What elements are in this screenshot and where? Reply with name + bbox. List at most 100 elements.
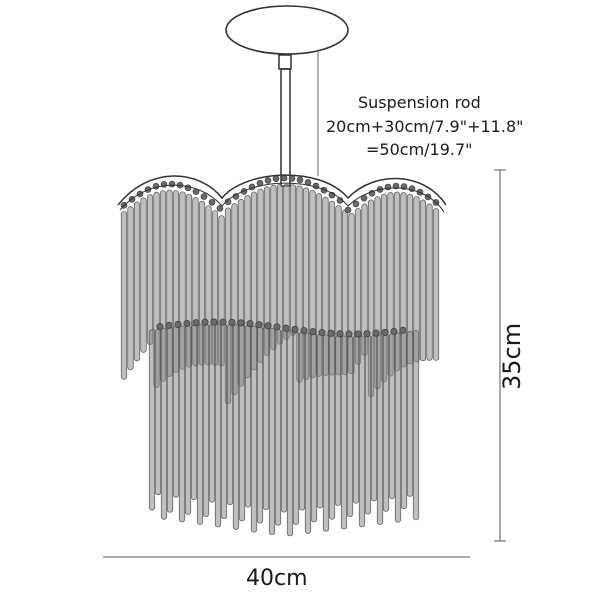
crystal-bead [210,318,218,326]
suspension-rod-length: 20cm+30cm/7.9"+11.8" [326,117,524,136]
crystal-rod [412,330,420,521]
crystal-rod [394,332,402,523]
crystal-rod [304,332,312,534]
crystal-rod [244,325,252,508]
crystal-rod [178,325,186,523]
crystal-bead [183,319,191,327]
crystal-bead [390,327,398,335]
lower-tier [148,323,420,537]
crystal-rod [316,334,324,509]
crystal-bead [381,328,389,336]
crystal-rod [160,327,168,520]
crystal-bead [208,198,216,206]
crystal-bead [352,200,360,208]
crystal-rod [238,324,246,522]
crystal-bead [296,176,304,184]
suspension-rod [280,68,291,187]
crystal-rod [382,333,390,512]
crystal-rod [388,333,396,500]
crystal-rod [133,201,141,362]
crystal-bead [246,320,254,328]
crystal-rod [346,335,354,517]
crystal-rod [268,327,276,536]
crystal-rod [196,324,204,525]
crystal-rod [419,199,427,362]
crystal-rod [289,184,297,336]
crystal-bead [168,180,176,188]
crystal-rod [256,326,264,524]
crystal-rod [334,335,342,506]
crystal-bead [272,175,280,183]
crystal-rod [172,326,180,498]
crystal-bead [165,321,173,329]
crown-frame-inner [119,182,445,213]
crystal-bead [192,319,200,327]
crystal-rod [184,325,192,515]
crystal-rod [310,333,318,523]
crystal-bead [219,318,227,326]
crystal-rod [154,328,162,496]
rod-connector [278,54,292,70]
crystal-bead [264,177,272,184]
crystal-bead [309,328,317,336]
height-label: 35cm [498,322,526,390]
crystal-bead [282,324,290,332]
crystal-rod [250,325,258,533]
crystal-rod [276,183,284,345]
crystal-rod [190,324,198,501]
crystal-rod [140,197,147,353]
crystal-rod [146,194,154,345]
crystal-rod [406,331,414,497]
crystal-bead [255,321,263,329]
crystal-bead [184,184,192,192]
crystal-rod [274,328,282,526]
crystal-rod [352,335,360,504]
crystal-rod [432,208,440,361]
crystal-rod [376,334,384,525]
crystal-bead [318,329,326,337]
suspension-rod-total: =50cm/19.7" [366,140,473,159]
crystal-bead [327,329,335,337]
crystal-rod [220,323,228,520]
crystal-rod [283,183,290,340]
crystal-rod [280,329,288,513]
crystal-bead [264,322,272,330]
crystal-bead [336,330,344,338]
crystal-rod [166,326,174,513]
ceiling-canopy [225,5,349,55]
crystal-bead [228,318,236,326]
crystal-bead [237,319,245,327]
crystal-rod [322,334,330,532]
crystal-rod [232,324,240,530]
crystal-bead [354,330,362,338]
crystal-rod [262,327,270,511]
crystal-bead [372,329,380,337]
crystal-rod [292,331,300,525]
crystal-rod [202,323,210,518]
crystal-rod [370,334,378,502]
crystal-bead [200,193,208,200]
crystal-bead [399,326,407,334]
crystal-rod [214,323,222,528]
crystal-rod [426,203,433,361]
crystal-bead [344,206,352,214]
crystal-rod [298,331,306,511]
crystal-bead [201,318,209,326]
crystal-bead [273,323,281,331]
crystal-rod [400,331,408,510]
crystal-bead [345,330,353,338]
crystal-bead [384,183,392,191]
crystal-bead [288,175,296,182]
crystal-bead [216,205,224,212]
crystal-bead [224,198,232,206]
crystal-rod [148,329,156,511]
lower-bead-row [156,318,407,338]
crystal-bead [156,323,164,331]
width-label: 40cm [246,566,308,591]
crystal-rod [358,335,366,528]
crystal-rod [328,334,336,520]
crystal-rod [127,206,134,371]
crystal-bead [363,330,371,338]
crystal-bead [174,320,182,328]
